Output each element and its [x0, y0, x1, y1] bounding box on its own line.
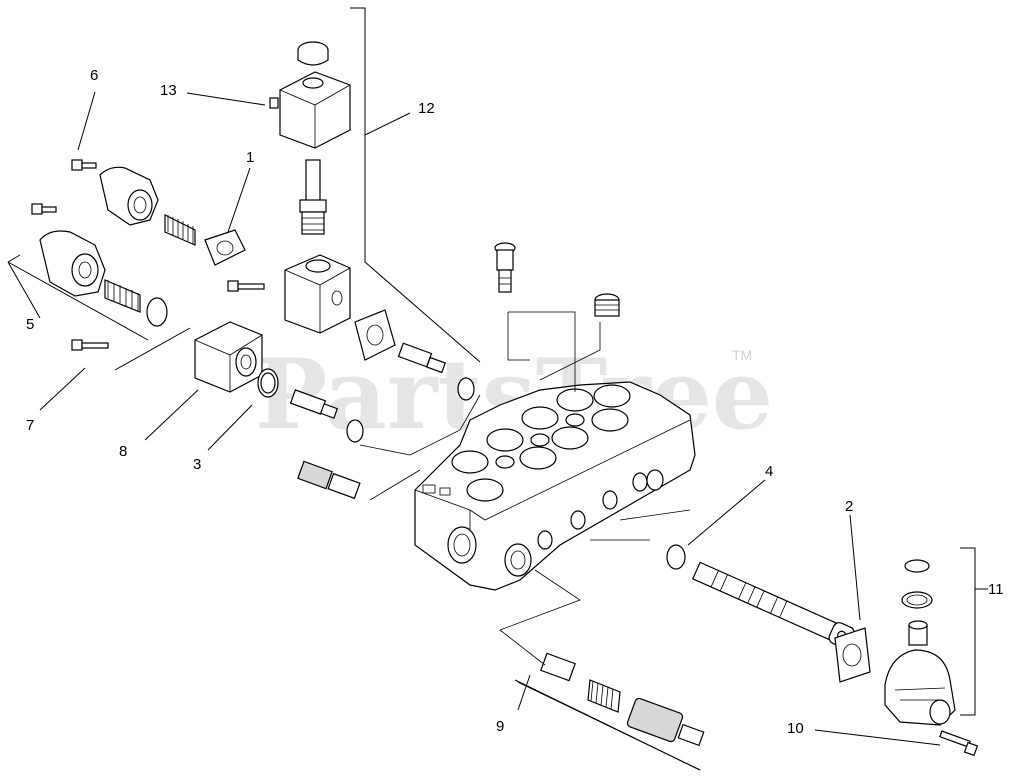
end-cap-lower: [39, 230, 106, 297]
gasket-2: [834, 627, 871, 683]
leader-lines: [7, 7, 988, 771]
o-ring-mid: [346, 419, 364, 443]
top-fitting-left: [494, 242, 516, 293]
gasket-1: [204, 229, 246, 266]
callout-12: 12: [418, 100, 435, 117]
callout-6: 6: [90, 67, 98, 84]
spring-lower: [104, 279, 141, 313]
callout-8: 8: [119, 443, 127, 460]
cartridge-assembly: [540, 652, 705, 747]
right-valve-assembly: [884, 559, 956, 726]
fitting-upper: [397, 342, 446, 374]
callout-7: 7: [26, 417, 34, 434]
adapter-block: [194, 321, 263, 393]
callout-5: 5: [26, 316, 34, 333]
screw-6: [71, 159, 97, 171]
callout-1: 1: [246, 149, 254, 166]
spool: [692, 561, 855, 649]
screw-mid: [227, 280, 265, 292]
plunger-mid: [289, 389, 339, 419]
top-plug-right: [594, 293, 620, 317]
solenoid-coil: [269, 41, 351, 149]
check-valve: [297, 460, 361, 500]
solenoid-stem: [299, 159, 327, 235]
watermark-trademark: TM: [732, 347, 752, 363]
o-ring-fitting: [457, 377, 475, 401]
callout-3: 3: [193, 456, 201, 473]
valve-body: [414, 381, 696, 591]
callout-2: 2: [845, 498, 853, 515]
o-ring-lower: [146, 297, 168, 327]
callout-4: 4: [765, 463, 773, 480]
callout-10: 10: [787, 720, 804, 737]
end-cap-upper: [99, 166, 159, 226]
callout-13: 13: [160, 82, 177, 99]
callout-11: 11: [988, 581, 1004, 598]
screw-upper-left: [31, 203, 57, 215]
solenoid-valve-block: [284, 254, 351, 334]
gasket-plate: [354, 309, 396, 361]
screw-7: [71, 339, 109, 351]
o-ring-4: [666, 544, 686, 570]
screw-10: [939, 730, 979, 757]
callout-9: 9: [496, 718, 504, 735]
spring-upper: [164, 214, 196, 246]
